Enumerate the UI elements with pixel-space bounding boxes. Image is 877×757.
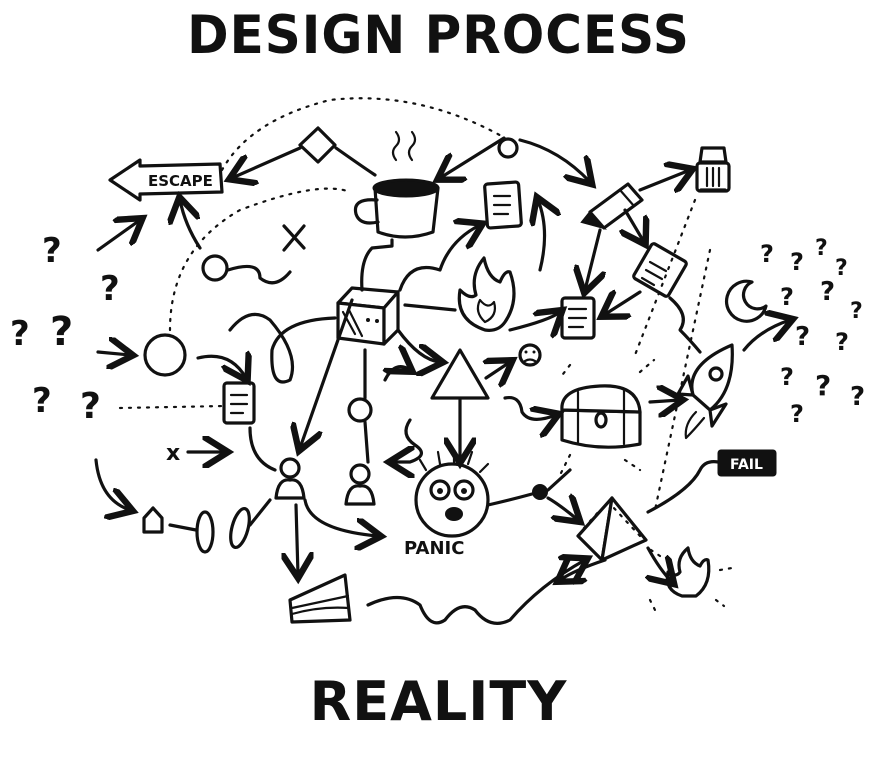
svg-text:?: ? [835,328,849,356]
svg-text:?: ? [780,283,794,311]
document-icon-left [222,381,256,425]
panic-face-icon: PANIC [404,448,490,559]
svg-text:?: ? [790,400,804,428]
user-icon-right [344,463,376,506]
question-marks-right: ? ? ? ? ? ? ? ? ? ? ? ? ? [760,236,865,428]
connector-lines [94,97,790,625]
cube-face-icon [336,286,400,346]
document-icon-tilted [632,242,688,298]
trash-can-icon [695,146,731,193]
cake-slice-icon [288,573,352,624]
circle-node-top [201,254,229,282]
question-marks-left: ? ? ? ? ? ? [10,231,120,427]
svg-text:?: ? [795,322,810,352]
rocket-icon [676,343,734,440]
svg-text:?: ? [835,256,848,281]
ring-right [229,506,251,550]
svg-text:?: ? [50,309,73,355]
moon-icon [724,279,768,323]
svg-text:?: ? [42,231,62,271]
footer-reality: REALITY [309,670,568,733]
circle-node-center [347,397,373,423]
svg-text:?: ? [10,314,30,354]
triangle-icon [430,348,490,400]
circle-node-left [143,333,187,377]
diagram-title: DESIGN PROCESS [187,4,690,66]
small-face-icon [518,343,542,367]
svg-text:?: ? [815,236,828,261]
document-icon-top [483,180,523,230]
fire-icon [457,256,516,332]
small-fire-icon [646,546,734,612]
cross-mark-top [282,224,306,252]
user-icon-left [274,457,306,500]
svg-text:?: ? [850,382,865,412]
svg-text:?: ? [820,277,835,307]
fail-label: FAIL [730,457,763,473]
escape-sign: ESCAPE [108,158,224,202]
escape-label: ESCAPE [148,172,213,190]
house-icon [142,506,164,534]
junction-dot [532,484,548,500]
svg-text:?: ? [760,240,774,268]
treasure-chest-icon [560,384,642,449]
svg-text:?: ? [790,248,804,276]
pyramid-icon [576,496,648,562]
cross-mark-left: x [166,441,180,466]
svg-text:?: ? [850,299,863,324]
svg-text:?: ? [100,269,120,309]
document-icon-mid [560,296,596,340]
svg-text:?: ? [780,363,794,391]
panic-label: PANIC [404,538,464,559]
svg-text:?: ? [32,381,52,421]
fail-sign: FAIL [717,449,777,477]
pencil-icon [580,182,644,230]
diamond-top-icon [298,126,337,164]
svg-text:?: ? [815,369,831,402]
coffee-cup-icon [353,130,440,239]
svg-text:?: ? [80,386,101,427]
ring-left [195,510,215,554]
